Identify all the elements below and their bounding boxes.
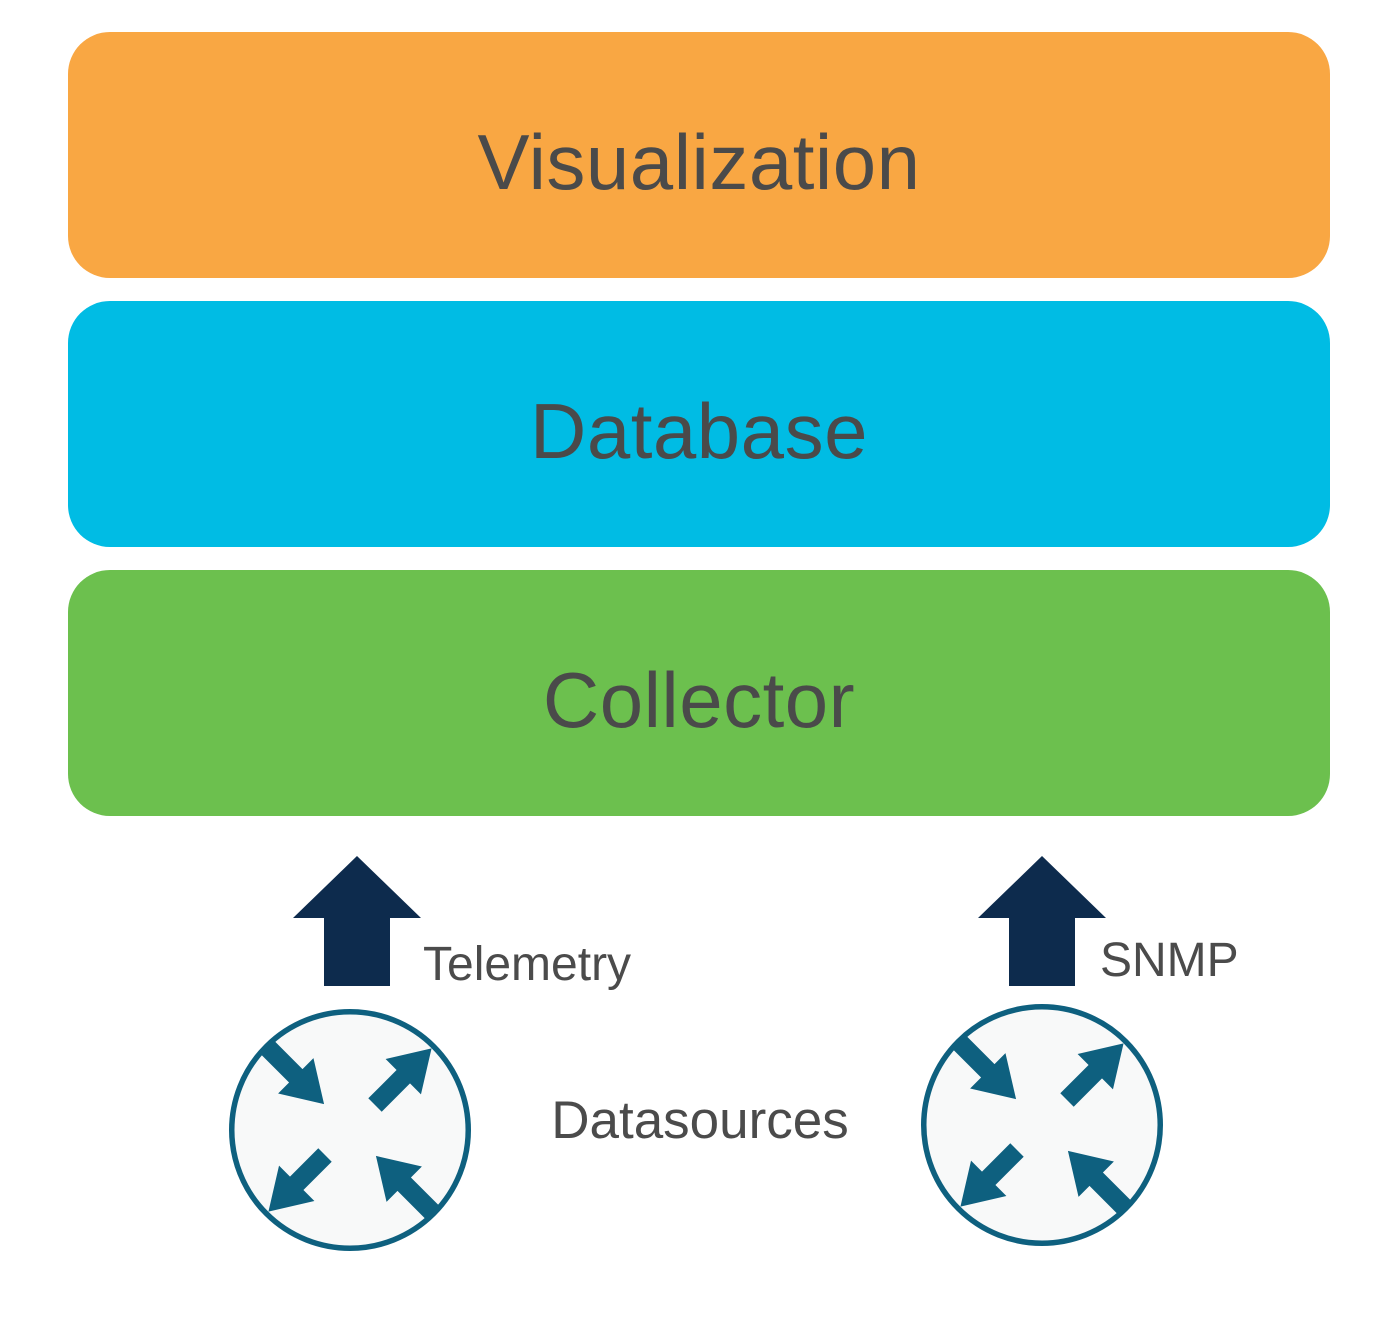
layer-database-label: Database [530, 387, 868, 475]
layer-collector-label: Collector [542, 656, 856, 744]
datasources-label: Datasources [551, 1091, 849, 1150]
up-arrow-icon [978, 856, 1106, 986]
layer-database: Database [68, 301, 1330, 547]
layer-visualization: Visualization [68, 32, 1330, 278]
layer-visualization-label: Visualization [477, 118, 921, 206]
router-icon [917, 1000, 1167, 1250]
snmp-label: SNMP [1100, 934, 1239, 987]
up-arrow-icon [293, 856, 421, 986]
telemetry-label: Telemetry [423, 938, 632, 991]
layer-collector: Collector [68, 570, 1330, 816]
router-icon [225, 1005, 475, 1255]
